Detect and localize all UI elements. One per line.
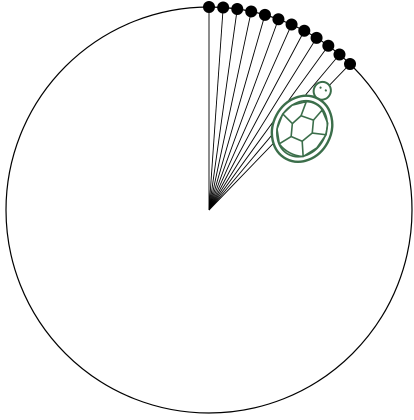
ray-endpoint-dot xyxy=(322,39,335,52)
ray-line xyxy=(208,37,317,211)
ray-endpoint-dot xyxy=(285,18,298,31)
ray-endpoint-dot xyxy=(217,1,230,14)
ray-line xyxy=(208,30,305,211)
ray-endpoint-dot xyxy=(231,2,244,15)
endpoint-dot-group xyxy=(203,1,357,70)
ray-line xyxy=(208,24,292,211)
ray-endpoint-dot xyxy=(245,5,258,18)
turtle-icon xyxy=(270,80,334,163)
ray-endpoint-dot xyxy=(344,57,357,70)
ray-endpoint-dot xyxy=(258,8,271,21)
turtle-eye-right xyxy=(324,89,327,92)
ray-line xyxy=(208,11,252,211)
ray-endpoint-dot xyxy=(272,13,285,26)
ray-endpoint-dot xyxy=(203,1,215,13)
ray-endpoint-dot xyxy=(333,48,346,61)
ray-line xyxy=(208,14,266,211)
turtle-scute-lines xyxy=(276,100,329,158)
ray-endpoint-dot xyxy=(310,31,323,44)
turtle-eye-left xyxy=(319,86,322,89)
turtle-shell xyxy=(270,94,334,163)
ray-line xyxy=(208,19,279,211)
ray-line xyxy=(208,8,238,211)
ray-endpoint-dot xyxy=(298,24,311,37)
ray-line xyxy=(208,45,329,211)
ray-line xyxy=(208,7,224,211)
